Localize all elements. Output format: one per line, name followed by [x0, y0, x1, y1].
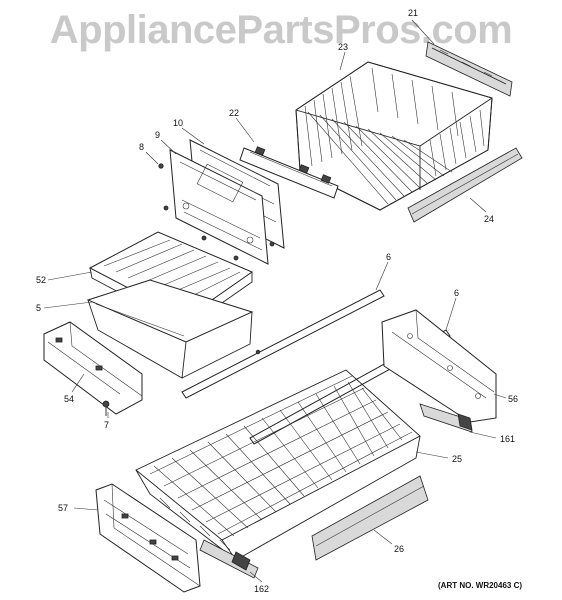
callout-5: 5	[36, 303, 41, 313]
callout-23: 23	[338, 42, 348, 52]
part-22-slide[interactable]	[239, 146, 339, 199]
part-26-basket-front[interactable]	[311, 475, 429, 561]
part-5-pan[interactable]	[86, 279, 254, 379]
callout-22: 22	[229, 108, 239, 118]
callout-57: 57	[58, 503, 68, 513]
part-56-bracket[interactable]	[381, 309, 497, 423]
callout-21: 21	[408, 8, 418, 18]
part-162-clip[interactable]	[199, 539, 259, 579]
screw-icon	[255, 349, 261, 355]
callout-6a: 6	[386, 252, 391, 262]
art-number: (ART NO. WR20463 C)	[438, 581, 522, 590]
callout-161: 161	[500, 434, 515, 444]
part-21-rail[interactable]	[425, 41, 513, 97]
part-6-rod-a[interactable]	[181, 289, 385, 399]
callout-25: 25	[452, 454, 462, 464]
callout-24: 24	[484, 214, 494, 224]
part-57-bracket[interactable]	[95, 483, 201, 593]
callout-6b: 6	[454, 288, 459, 298]
callout-56: 56	[508, 394, 518, 404]
part-23-upper-basket[interactable]	[295, 61, 493, 211]
callout-9: 9	[155, 130, 160, 140]
watermark: AppliancePartsPros.com	[49, 8, 513, 52]
part-9-frame[interactable]	[169, 149, 269, 265]
part-25-lower-basket[interactable]	[135, 369, 421, 561]
leader-lines	[43, 19, 507, 583]
callout-162: 162	[254, 584, 269, 594]
callout-26: 26	[394, 544, 404, 554]
part-161-clip[interactable]	[419, 403, 473, 433]
callout-10: 10	[173, 118, 183, 128]
callout-54: 54	[64, 394, 74, 404]
callout-labels: 21 23 22 10 9 8 24 52 5 6 6 54 7 56 161 …	[36, 8, 522, 594]
callout-7: 7	[104, 420, 109, 430]
part-8-screw[interactable]	[158, 163, 275, 261]
callout-52: 52	[36, 275, 46, 285]
part-54-bracket[interactable]	[43, 321, 143, 415]
callout-8: 8	[139, 142, 144, 152]
part-24-basket-front[interactable]	[407, 147, 523, 223]
part-7-screw[interactable]	[102, 400, 110, 416]
